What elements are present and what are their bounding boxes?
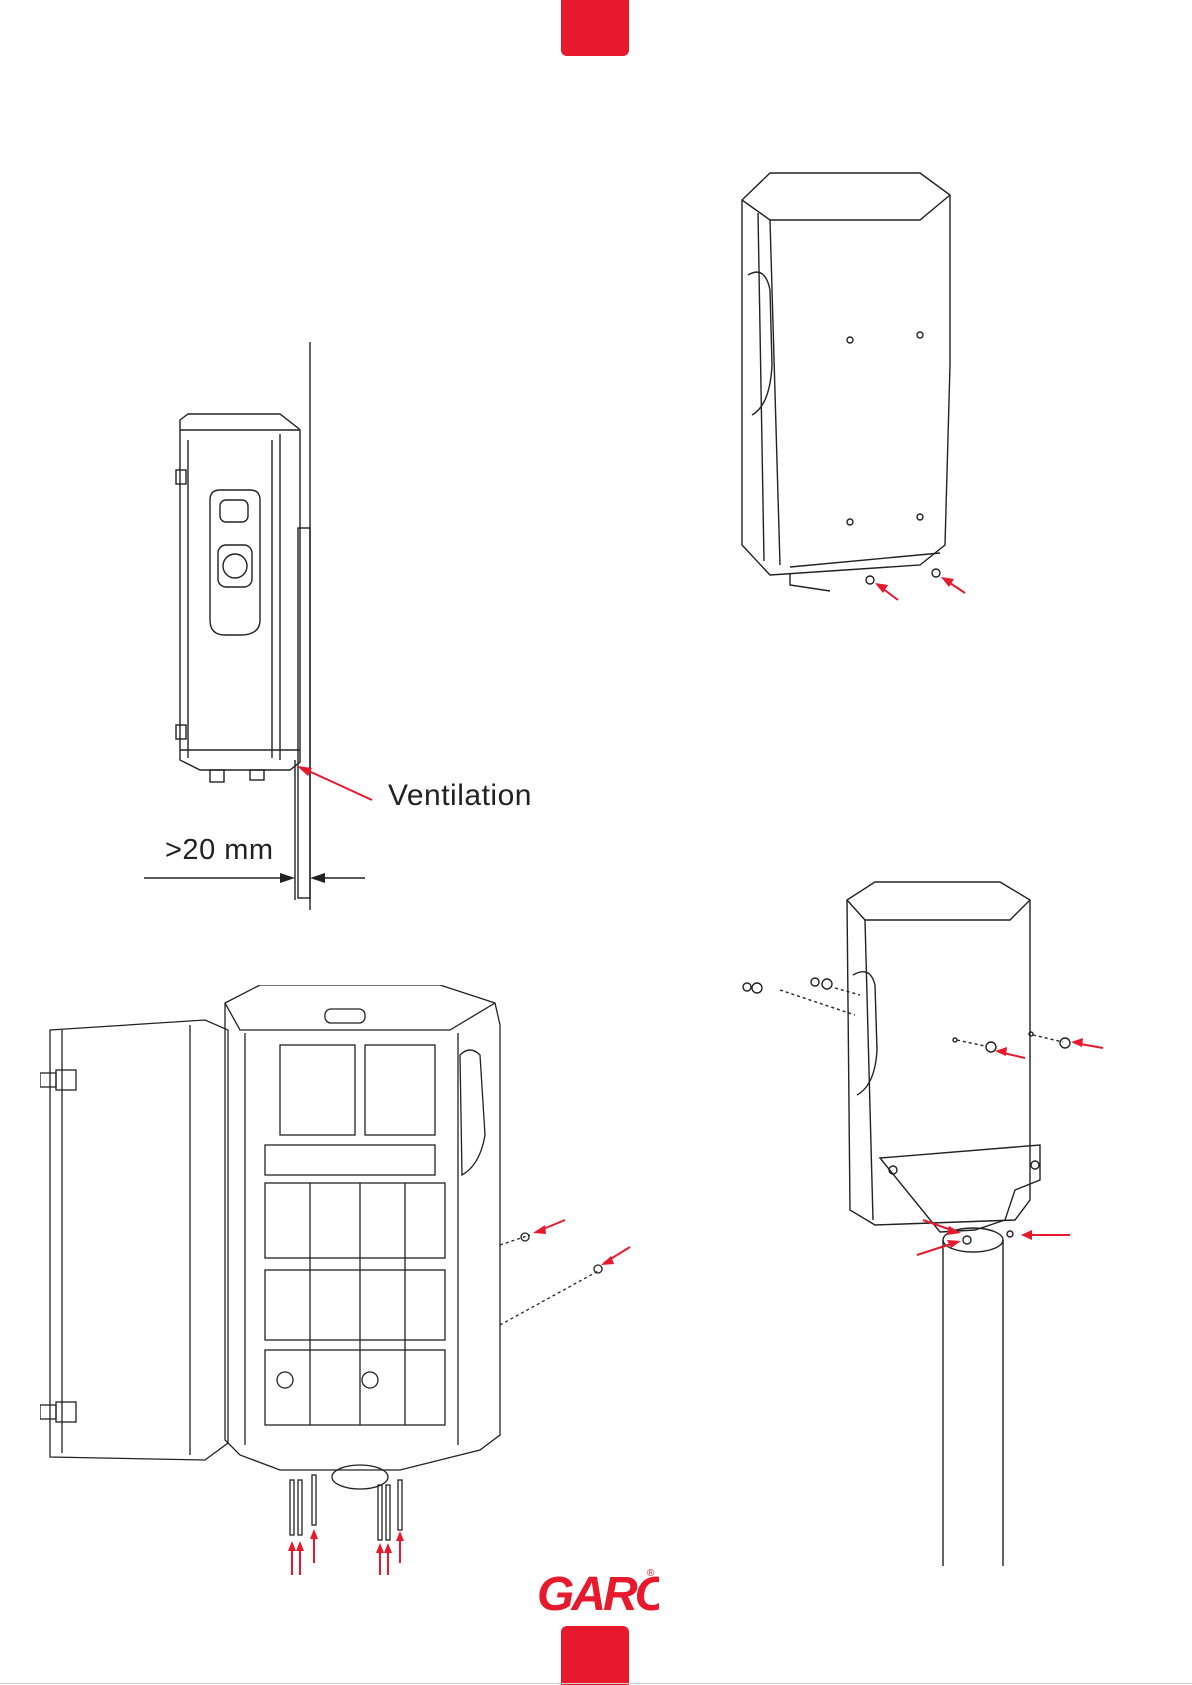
fig-pole-mount bbox=[735, 880, 1105, 1570]
clearance-label: >20 mm bbox=[165, 834, 274, 867]
arrow-icon bbox=[533, 1225, 546, 1234]
arrow-icon bbox=[995, 1047, 1007, 1056]
bottom-rule bbox=[0, 1683, 1192, 1684]
svg-text:GARO: GARO bbox=[537, 1568, 659, 1618]
arrow-icon bbox=[1071, 1038, 1083, 1047]
page-tab-bottom bbox=[561, 1626, 629, 1685]
ventilation-label: Ventilation bbox=[388, 779, 532, 813]
garo-logo: GARO ® bbox=[535, 1562, 659, 1618]
fig-side-view-wall-clearance bbox=[140, 330, 560, 920]
svg-text:®: ® bbox=[647, 1568, 655, 1579]
fig-open-charger-internals bbox=[40, 985, 640, 1575]
fig-rear-view-screws bbox=[730, 165, 970, 610]
page-tab-top bbox=[561, 0, 629, 56]
